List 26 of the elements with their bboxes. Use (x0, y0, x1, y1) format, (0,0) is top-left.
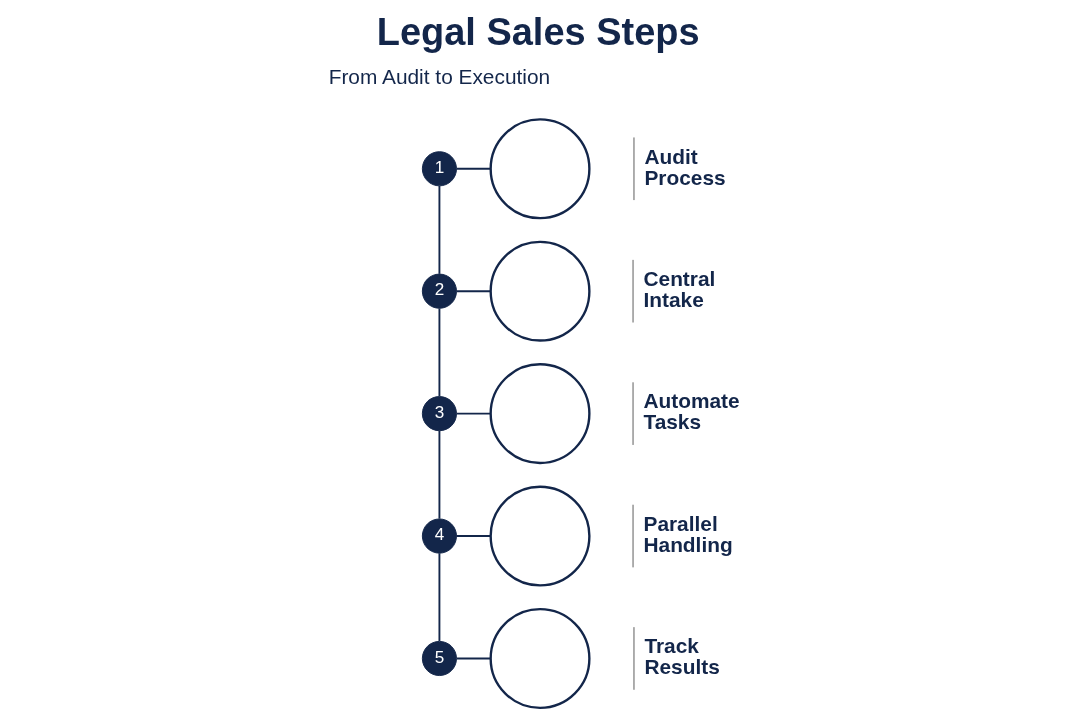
node-circle: 4 (421, 518, 457, 554)
node-circle: 2 (421, 273, 457, 309)
node-label: Track Results (643, 634, 720, 679)
label: From Audit to Execution (328, 64, 550, 88)
connector (438, 429, 440, 520)
connector (455, 167, 491, 170)
node-circle: 1 (421, 151, 457, 187)
connector (455, 412, 491, 415)
connector (455, 290, 491, 293)
node-label: Audit Process (643, 144, 726, 189)
diagram-title: Legal Sales Steps (376, 11, 700, 54)
connector (438, 552, 440, 643)
connector (438, 185, 440, 275)
node-circle (489, 485, 591, 587)
node-label: Parallel Handling (642, 511, 733, 556)
connector (455, 535, 491, 537)
connector (455, 657, 491, 660)
node-circle (489, 607, 591, 709)
node-circle: 3 (421, 396, 457, 432)
node-circle (489, 240, 591, 342)
node-circle: 5 (421, 640, 457, 677)
connector (438, 307, 440, 398)
node-label: Automate Tasks (642, 389, 740, 434)
node-circle (489, 363, 591, 465)
node-label: Central Intake (642, 267, 715, 311)
node-circle (489, 118, 591, 220)
